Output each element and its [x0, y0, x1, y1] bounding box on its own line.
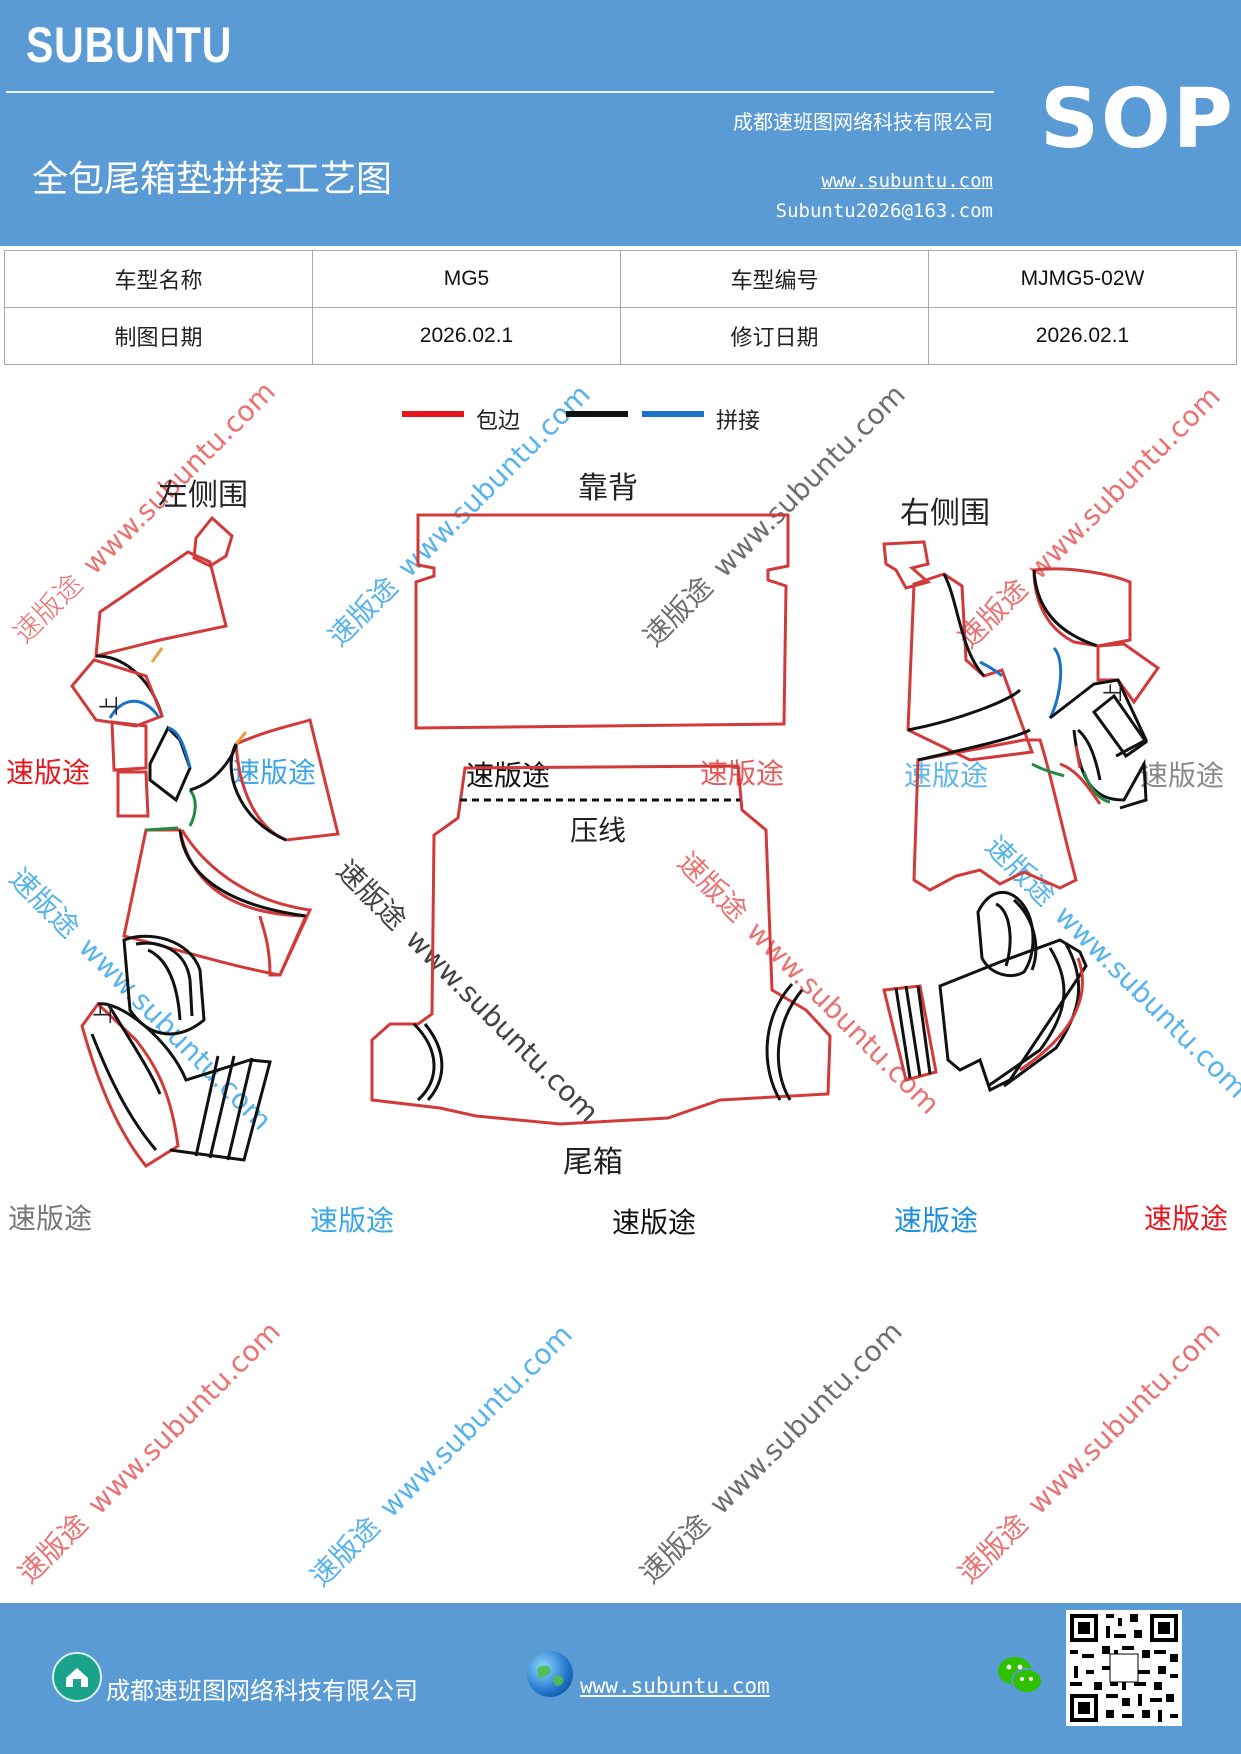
info-table: 车型名称 MG5 车型编号 MJMG5-02W 制图日期 2026.02.1 修… — [4, 250, 1237, 365]
footer-website-link[interactable]: www.subuntu.com — [580, 1674, 770, 1698]
brand-mark: 速版途 — [310, 1204, 394, 1237]
footer-company: 成都速班图网络科技有限公司 — [106, 1677, 418, 1705]
brand-row: 速版途 速版途 速版途 速版途 速版途 速版途 速版途 速版途 速版途 速版途 … — [6, 756, 1228, 1239]
brand-mark: 速版途 — [6, 756, 90, 789]
revise-date-label: 修订日期 — [620, 307, 929, 365]
brand-mark: 速版途 — [232, 756, 316, 789]
watermark: 速版途 www.subuntu.com — [952, 380, 1227, 655]
qr-code — [1066, 1610, 1182, 1726]
svg-text:速版途: 速版途 — [322, 570, 405, 653]
svg-text:www.subuntu.com: www.subuntu.com — [1021, 1315, 1227, 1521]
watermark: 速版途 www.subuntu.com — [12, 1315, 287, 1590]
model-code-value: MJMG5-02W — [928, 250, 1237, 308]
legend: 包边 拼接 — [402, 409, 760, 434]
globe-icon — [527, 1651, 573, 1697]
svg-text:速版途: 速版途 — [12, 1507, 95, 1590]
svg-text:速版途: 速版途 — [3, 862, 86, 945]
brand-mark: 速版途 — [1140, 759, 1224, 792]
watermark: 速版途 www.subuntu.com — [634, 1315, 909, 1590]
left-side-label: 左侧围 — [158, 478, 248, 513]
wechat-icon[interactable] — [996, 1654, 1044, 1698]
svg-text:速版途: 速版途 — [7, 567, 90, 650]
trunk-right-insert — [765, 983, 804, 1101]
svg-text:速版途: 速版途 — [330, 854, 413, 937]
house-icon — [52, 1652, 102, 1702]
brand-mark: 速版途 — [466, 759, 550, 792]
watermark: 速版途 www.subuntu.com — [952, 1315, 1227, 1590]
watermark: 速版途 www.subuntu.com — [304, 1318, 579, 1593]
backrest-piece — [414, 513, 790, 730]
legend-wrap-label: 包边 — [476, 409, 520, 434]
header-website-link[interactable]: www.subuntu.com — [821, 170, 993, 192]
right-side-label: 右侧围 — [900, 496, 990, 531]
brand-mark: 速版途 — [894, 1204, 978, 1237]
up-mark: 上 — [97, 696, 121, 716]
model-name-value: MG5 — [312, 250, 621, 308]
svg-text:www.subuntu.com: www.subuntu.com — [1021, 380, 1227, 586]
page-title: 全包尾箱垫拼接工艺图 — [32, 159, 393, 200]
table-row: 车型名称 MG5 车型编号 MJMG5-02W — [4, 250, 1237, 308]
svg-text:www.subuntu.com: www.subuntu.com — [373, 1318, 579, 1524]
table-row: 制图日期 2026.02.1 修订日期 2026.02.1 — [4, 307, 1237, 365]
sop-badge: SOP — [1040, 72, 1235, 167]
brand-mark: 速版途 — [1144, 1202, 1228, 1235]
trunk-piece — [370, 764, 832, 1126]
header-divider — [6, 91, 994, 93]
up-mark: 上 — [1101, 682, 1125, 702]
brand-mark: 速版途 — [8, 1202, 92, 1235]
brand-mark: 速版途 — [700, 757, 784, 790]
draw-date-label: 制图日期 — [4, 307, 313, 365]
right-side-pieces — [882, 540, 1161, 1093]
svg-text:www.subuntu.com: www.subuntu.com — [703, 1315, 909, 1521]
model-code-label: 车型编号 — [620, 250, 929, 308]
header-banner — [0, 0, 1241, 246]
revise-date-value: 2026.02.1 — [928, 307, 1237, 365]
press-line-label: 压线 — [570, 814, 626, 847]
trunk-label: 尾箱 — [563, 1145, 623, 1180]
up-mark: 上 — [91, 1004, 115, 1024]
svg-text:速版途: 速版途 — [671, 846, 754, 929]
svg-text:速版途: 速版途 — [952, 1507, 1035, 1590]
svg-text:速版途: 速版途 — [634, 1507, 717, 1590]
brand-logo: SUBUNTU — [26, 17, 233, 73]
trunk-left-insert — [412, 1022, 444, 1102]
svg-text:速版途: 速版途 — [637, 570, 720, 653]
pattern-drawing: 速版途 www.subuntu.com 速版途 www.subuntu.com … — [3, 375, 1241, 1593]
header-email: Subuntu2026@163.com — [775, 200, 993, 222]
house-icon-glyph — [66, 1668, 88, 1687]
draw-date-value: 2026.02.1 — [312, 307, 621, 365]
model-name-label: 车型名称 — [4, 250, 313, 308]
svg-text:速版途: 速版途 — [304, 1510, 387, 1593]
left-side-pieces — [70, 515, 340, 1168]
backrest-label: 靠背 — [578, 471, 638, 506]
header-company: 成都速班图网络科技有限公司 — [733, 110, 993, 134]
svg-text:www.subuntu.com: www.subuntu.com — [81, 1315, 287, 1521]
brand-mark: 速版途 — [612, 1206, 696, 1239]
legend-splice-label: 拼接 — [716, 409, 760, 434]
